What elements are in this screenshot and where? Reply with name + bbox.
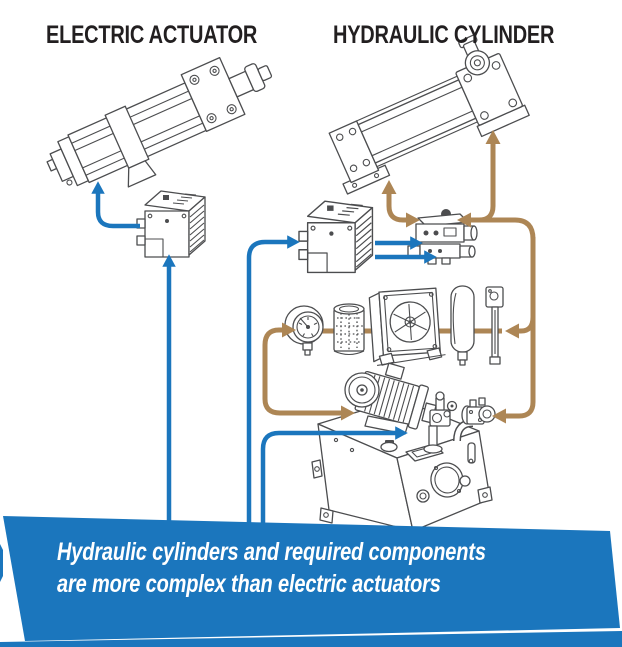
pressure-gauge-drawing <box>284 305 324 356</box>
heat-exchanger-fan-drawing <box>368 287 446 366</box>
banner-left-sliver <box>0 544 3 582</box>
caption-banner: Hydraulic cylinders and required compone… <box>3 516 620 641</box>
hydraulic-cylinder-drawing <box>328 34 530 195</box>
actuator-drive-drawing <box>136 190 206 258</box>
arrow-valve-to-cylinder-right <box>457 130 501 228</box>
arrow-rightloop-to-pump <box>492 237 536 424</box>
arrow-banner-to-pump <box>260 426 408 532</box>
accumulator-drawing <box>450 285 475 366</box>
caption-line-1: Hydraulic cylinders and required compone… <box>57 538 486 566</box>
electric-actuator-title: ELECTRIC ACTUATOR <box>46 21 258 49</box>
arrow-rightloop-to-row <box>505 316 536 339</box>
suction-strainer-drawing <box>333 303 365 356</box>
arrow-valve-to-cylinder-left <box>381 180 420 228</box>
electric-actuator-drawing <box>46 56 273 188</box>
hydraulic-power-unit-drawing <box>311 362 496 532</box>
caption-line-2: are more complex than electric actuators <box>57 570 441 598</box>
arrow-loop-gauge-and-motor <box>262 322 355 421</box>
hydraulic-controller-drawing <box>298 200 374 274</box>
electric-connectors <box>91 181 437 532</box>
hydraulic-cylinder-title: HYDRAULIC CYLINDER <box>333 21 555 49</box>
line-rightloop-to-valve <box>471 217 536 240</box>
arrow-drive-to-electric-actuator <box>91 181 140 229</box>
caption-text: Hydraulic cylinders and required compone… <box>57 536 486 600</box>
arrow-banner-to-hydraulic-controller <box>246 235 300 532</box>
level-gauge-drawing <box>485 286 504 365</box>
hydraulic-connectors <box>262 130 536 424</box>
